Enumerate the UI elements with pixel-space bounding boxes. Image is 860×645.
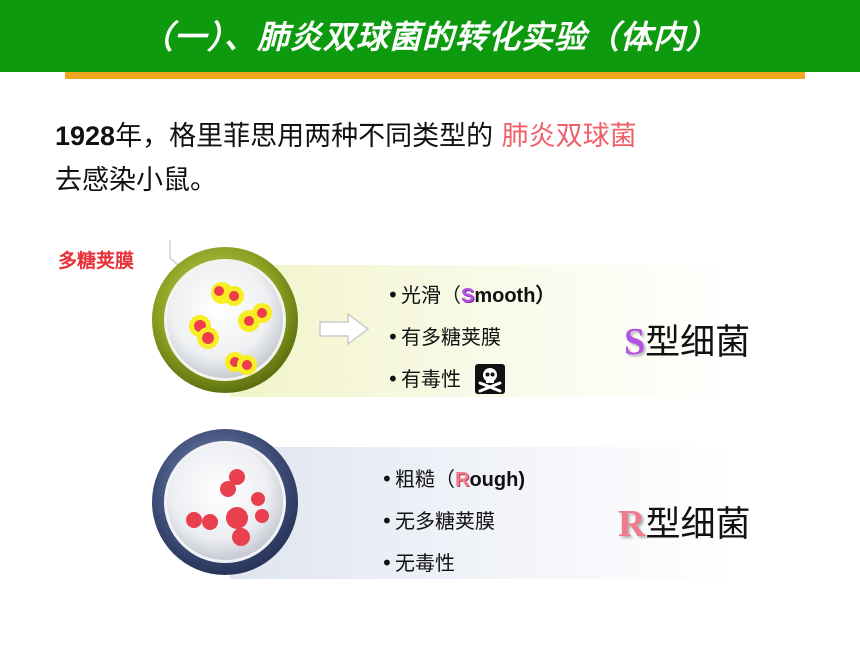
capsule-label: 多糖荚膜 [58,250,135,272]
s-type-bullet-list: •光滑（Smooth） •有多糖荚膜 •有毒性 [387,274,555,400]
r-bullet-non-toxic: •无毒性 [381,551,455,575]
r-type-label: R型细菌 [618,503,751,545]
s-type-label: S型细菌 [624,321,751,363]
intro-text: 1928年，格里菲思用两种不同类型的 肺炎双球菌 去感染小鼠。 [55,114,815,203]
title-bar [0,0,860,72]
intro-highlight: 肺炎双球菌 [501,121,637,152]
r-type-letter: R [618,503,646,545]
arrow-right-icon [319,312,370,346]
s-bullet-smooth: •光滑（Smooth） [387,283,556,307]
s-letter-highlight: S [461,285,475,307]
slide-title: （一）、肺炎双球菌的转化实验（体内） [140,18,719,56]
r-letter-highlight: R [455,469,470,491]
intro-line2: 去感染小鼠。 [55,165,217,196]
r-type-band [230,447,760,579]
r-bullet-rough: •粗糙（Rough) [381,467,525,491]
s-bullet-toxic: •有毒性 [387,358,555,400]
r-type-bullet-list: •粗糙（Rough) •无多糖荚膜 •无毒性 [381,458,525,584]
intro-year: 1928 [55,121,116,151]
r-bullet-no-capsule: •无多糖荚膜 [381,509,495,533]
intro-text-before: 年，格里菲思用两种不同类型的 [115,121,502,152]
skull-crossbones-icon [475,363,506,394]
r-type-bacteria-dish [152,429,298,575]
s-type-letter: S [624,321,646,363]
title-underline [65,72,805,79]
s-bullet-capsule: •有多糖荚膜 [387,325,501,349]
s-type-bacteria-dish [152,247,298,393]
